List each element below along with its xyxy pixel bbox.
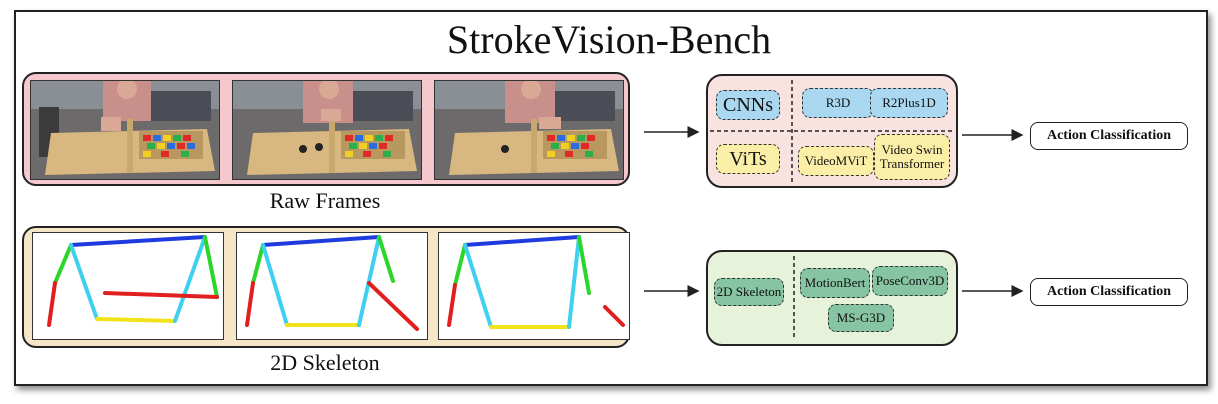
output-action-classification-bottom: Action Classification xyxy=(1030,278,1188,306)
raw-frames-caption: Raw Frames xyxy=(269,188,381,213)
skeleton-input-label: 2D Skeleton xyxy=(714,278,784,306)
video-frame-2 xyxy=(232,80,422,180)
skeleton-frame-2 xyxy=(236,232,428,340)
model-motionbert: MotionBert xyxy=(800,268,870,298)
video-frame-1-image xyxy=(31,81,219,179)
model-video-swin: Video Swin Transformer xyxy=(874,134,950,180)
video-frame-2-image xyxy=(233,81,421,179)
cnn-group-label: CNNs xyxy=(716,90,780,120)
skeleton-frame-3 xyxy=(438,232,630,340)
model-poseconv3d: PoseConv3D xyxy=(872,266,948,296)
skeleton-caption: 2D Skeleton xyxy=(270,350,380,375)
output-action-classification-top: Action Classification xyxy=(1030,122,1188,150)
skeleton-models-divider xyxy=(793,256,795,340)
video-frame-3 xyxy=(434,80,624,180)
video-models-dividers xyxy=(710,80,954,182)
figure-title: StrokeVision-Bench xyxy=(446,17,772,62)
skeleton-models-box: 2D Skeleton MotionBert PoseConv3D MS-G3D xyxy=(706,250,958,346)
model-r2plus1d: R2Plus1D xyxy=(870,88,948,118)
skeleton-frame-1 xyxy=(32,232,224,340)
skeleton-drawing-2 xyxy=(245,235,419,331)
model-videomvit: VideoMViT xyxy=(798,146,874,176)
skeleton-drawing-3 xyxy=(447,235,625,329)
video-models-box: CNNs ViTs R3D R2Plus1D VideoMViT Video S… xyxy=(706,74,958,188)
model-ms-g3d: MS-G3D xyxy=(828,304,894,332)
vit-group-label: ViTs xyxy=(716,144,780,174)
skeleton-drawing-1 xyxy=(47,235,219,327)
video-frame-3-image xyxy=(435,81,623,179)
video-frame-1 xyxy=(30,80,220,180)
